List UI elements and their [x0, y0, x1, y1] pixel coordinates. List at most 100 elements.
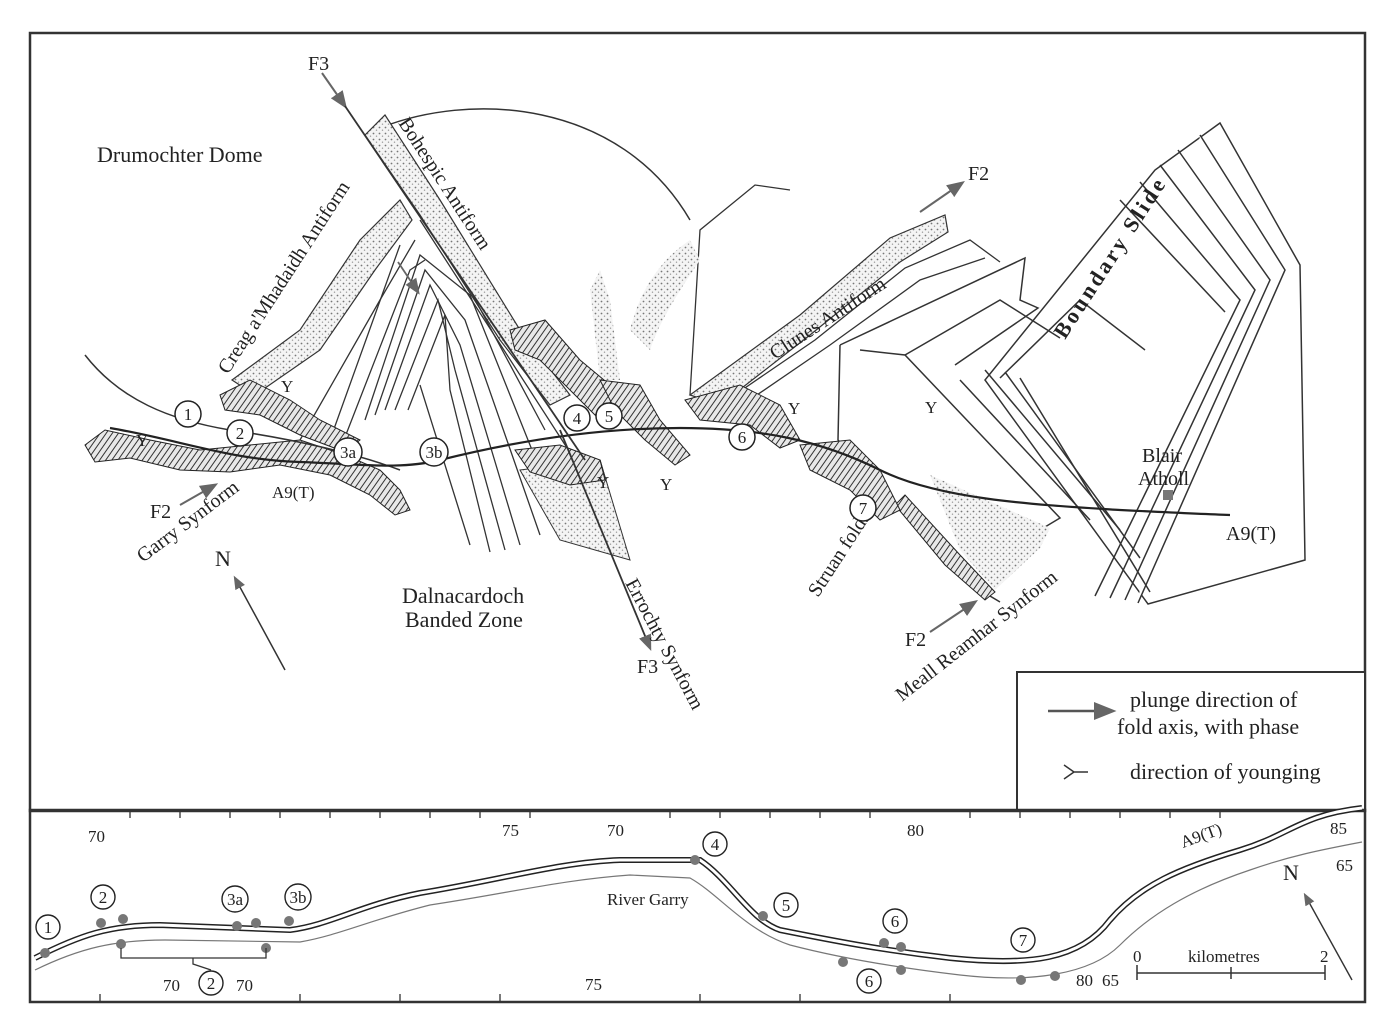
locality-marker: 3a: [221, 885, 249, 913]
bohespic-antiform-band: [364, 114, 571, 406]
garry-synform-dark-band: [84, 429, 411, 516]
legend-plunge-text-1: plunge direction of: [1130, 687, 1298, 712]
legend-box: plunge direction of fold axis, with phas…: [1016, 671, 1366, 811]
errochty-upper-stipple: [590, 270, 620, 380]
strip-localities: 1 2 3a 3b 4 5 6 6 7 2: [35, 831, 1036, 996]
locality-marker: 5: [595, 402, 623, 430]
blair-label: Blair: [1142, 445, 1182, 467]
river-garry-label: River Garry: [607, 890, 689, 909]
dalnacardoch-label-1: Dalnacardoch: [402, 583, 524, 608]
svg-text:1: 1: [184, 405, 193, 424]
f2-clunes-arrow: [919, 180, 965, 213]
f2-left-label: F2: [150, 501, 171, 523]
svg-text:6: 6: [738, 428, 747, 447]
locality-marker: 3b: [419, 437, 449, 467]
legend-younging-text: direction of younging: [1130, 759, 1321, 784]
strip-map-frame: [28, 808, 1367, 1004]
locality-marker: 4: [702, 831, 728, 857]
svg-text:5: 5: [782, 896, 791, 915]
strip-a9-road: [33, 805, 1363, 965]
svg-text:75: 75: [585, 975, 602, 994]
younging-symbol: Y: [597, 473, 609, 492]
svg-text:70: 70: [163, 976, 180, 995]
f2-meall-arrow: [929, 600, 978, 633]
bohespic-fold-outline: [374, 108, 691, 221]
clunes-antiform-band: [688, 214, 949, 406]
a9-left-label: A9(T): [272, 483, 314, 502]
svg-text:7: 7: [859, 499, 868, 518]
svg-text:80: 80: [907, 821, 924, 840]
svg-text:65: 65: [1336, 856, 1353, 875]
clunes-antiform-label: Clunes Antiform: [766, 273, 891, 365]
younging-symbol: Y: [660, 475, 672, 494]
north-label-main: N: [215, 546, 231, 571]
locality-marker: 4: [563, 404, 591, 432]
svg-text:2: 2: [236, 424, 245, 443]
dalnacardoch-label-2: Banded Zone: [405, 607, 523, 632]
scale-zero: 0: [1133, 947, 1142, 966]
locality-2-bracket: [120, 948, 267, 971]
atholl-label: Atholl: [1138, 468, 1190, 490]
drumochter-dome-label: Drumochter Dome: [97, 142, 263, 167]
svg-text:5: 5: [605, 407, 614, 426]
svg-text:70: 70: [236, 976, 253, 995]
svg-text:65: 65: [1102, 971, 1119, 990]
younging-symbol: Y: [281, 377, 293, 396]
svg-text:70: 70: [607, 821, 624, 840]
svg-text:3b: 3b: [426, 443, 443, 462]
central-stipple: [630, 240, 700, 350]
f3-bohespic-axis: [344, 105, 586, 461]
younging-symbol: Y: [788, 399, 800, 418]
locality-marker: 2: [198, 970, 224, 996]
locality-marker: 7: [849, 494, 877, 522]
clunes-fold-outlines: [689, 184, 1001, 411]
svg-text:3a: 3a: [227, 890, 244, 909]
locality-marker: 7: [1010, 927, 1036, 953]
creag-antiform-band: [230, 199, 413, 396]
north-arrow-strip: [1303, 892, 1353, 981]
svg-text:80: 80: [1076, 971, 1093, 990]
main-localities: 1 2 3a 3b 4 5 6 7: [174, 400, 877, 522]
locality-marker: 3a: [333, 437, 363, 467]
legend-younging-symbol: [1063, 764, 1088, 780]
svg-text:4: 4: [711, 835, 720, 854]
scale-max: 2: [1320, 947, 1329, 966]
locality-marker: 6: [856, 968, 882, 994]
svg-text:7: 7: [1019, 931, 1028, 950]
f2-garry-arrow: [179, 483, 219, 506]
north-label-strip: N: [1283, 860, 1299, 885]
svg-text:75: 75: [502, 821, 519, 840]
locality-marker: 1: [174, 400, 202, 428]
north-arrow-main: [233, 575, 286, 671]
svg-text:85: 85: [1330, 819, 1347, 838]
struan-dark-band: [799, 439, 901, 521]
f3-errochty-axis: [559, 429, 652, 651]
scale-bar: 0 kilometres 2: [1133, 947, 1329, 980]
strip-site-dots: [40, 855, 1060, 985]
svg-text:1: 1: [44, 918, 53, 937]
svg-text:70: 70: [88, 827, 105, 846]
svg-text:2: 2: [99, 888, 108, 907]
boundary-slide-block: [984, 121, 1306, 605]
younging-symbol: Y: [925, 398, 937, 417]
locality-marker: 6: [882, 908, 908, 934]
a9-road-line: [109, 426, 1231, 517]
meall-reamhar-stipple-band: [930, 475, 1050, 590]
younging-symbols: Y Y Y Y Y Y: [136, 377, 937, 494]
f2-bottom-label: F2: [905, 629, 926, 651]
locality-marker: 5: [773, 892, 799, 918]
a9-right-label: A9(T): [1226, 523, 1276, 545]
svg-text:3a: 3a: [340, 443, 357, 462]
locality-marker: 3b: [284, 883, 312, 911]
younging-symbol: Y: [136, 431, 148, 450]
locality-marker: 6: [728, 423, 756, 451]
locality-marker: 1: [35, 914, 61, 940]
strip-dip-values: 70 75 70 80 85 65 70 70 75 80 65: [88, 819, 1353, 995]
locality-6-dark-band: [684, 384, 801, 449]
inner-fold-arrow: [397, 261, 420, 295]
errochty-synform-label: Errochty Synform: [621, 575, 709, 714]
scale-unit: kilometres: [1188, 947, 1260, 966]
strip-tick-marks: [99, 810, 1221, 1002]
svg-text:6: 6: [891, 912, 900, 931]
